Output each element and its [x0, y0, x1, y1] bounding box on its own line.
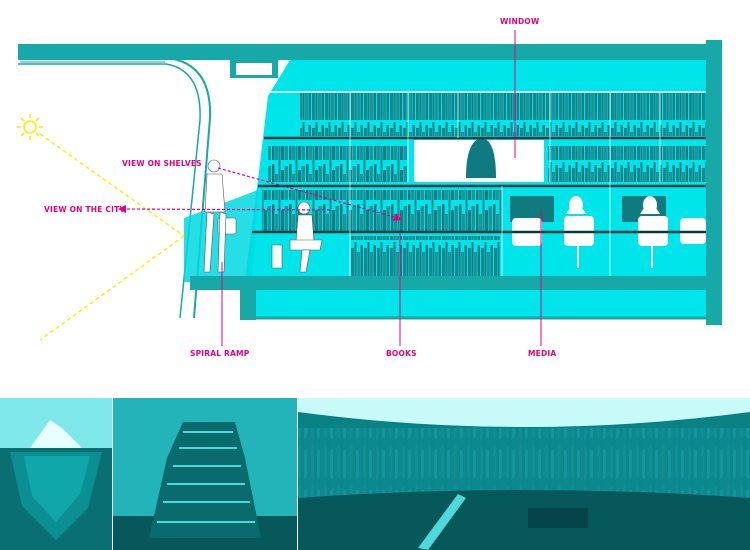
books-label: BOOKS: [386, 349, 417, 358]
sunlight-rays: [39, 133, 185, 341]
media-label: MEDIA: [528, 349, 556, 358]
sun-icon: [17, 114, 43, 140]
view-on-shelves-arrow: [217, 167, 399, 219]
window-mullions: [349, 92, 661, 276]
circular-library-interior-image: [298, 398, 750, 550]
view-on-shelves-label: VIEW ON SHELVES: [122, 159, 202, 168]
view-on-city-arrowhead: [118, 205, 126, 213]
spiral-ramp-label: SPIRAL RAMP: [190, 349, 250, 358]
media-user-figures: [566, 205, 660, 214]
tower-of-babel-image: [113, 398, 297, 550]
view-on-shelves-arrowhead: [393, 213, 402, 221]
window-label: WINDOW: [500, 17, 540, 26]
reading-window: [414, 138, 544, 182]
spiral-ramp-structure: [18, 57, 212, 319]
roof-slab: [18, 40, 722, 325]
standing-woman-figure: [203, 159, 237, 273]
label-leader-lines: [221, 30, 542, 346]
seated-reader-figure: [271, 201, 323, 273]
view-on-the-city-label: VIEW ON THE CITY: [44, 205, 125, 214]
iceberg-image: [0, 398, 112, 550]
floor-slabs: [190, 91, 706, 320]
